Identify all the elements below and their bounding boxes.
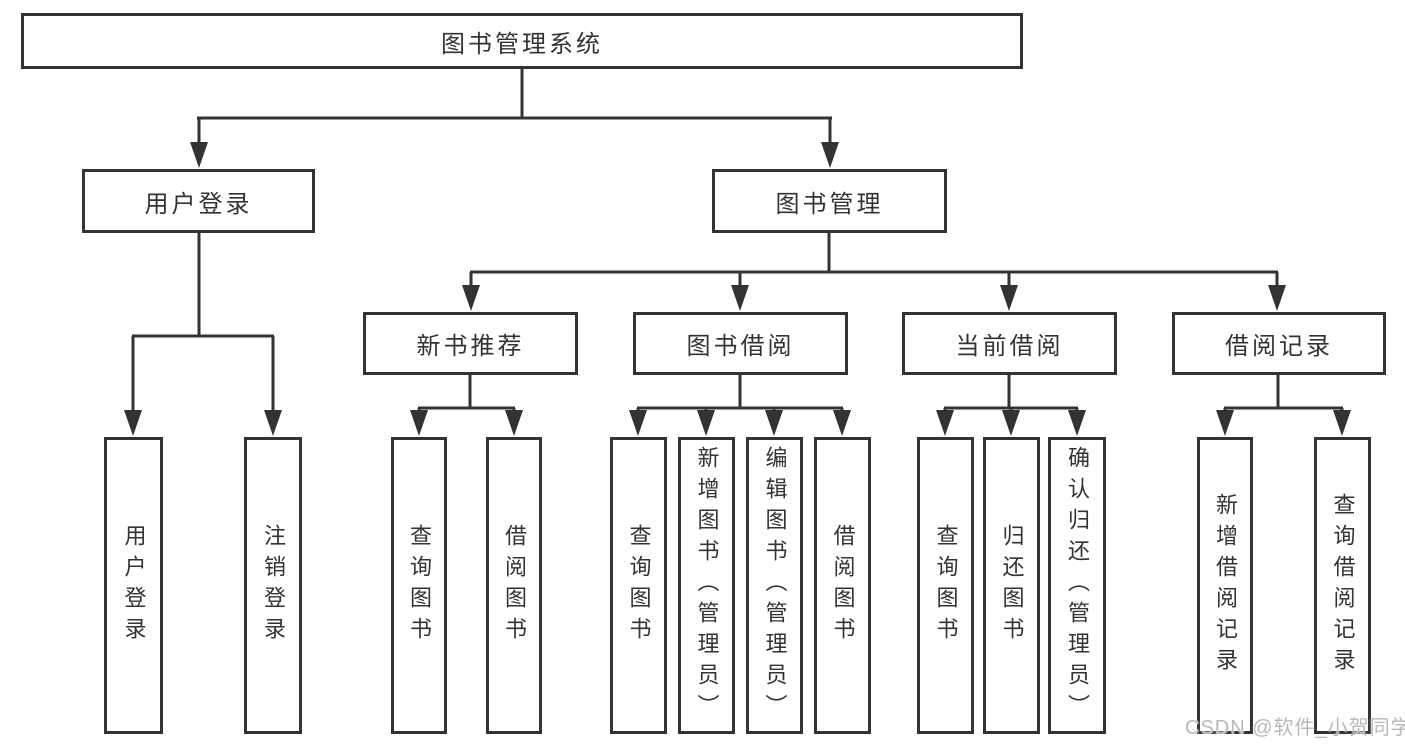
connector-book-management-children bbox=[469, 231, 1279, 293]
node-label: 借阅记录 bbox=[1225, 333, 1333, 360]
arrow-down-icon bbox=[124, 410, 142, 436]
connector-book-borrow-children bbox=[636, 373, 844, 418]
node-label: 新增借阅记录 bbox=[1213, 492, 1238, 679]
arrow-down-icon bbox=[264, 410, 282, 436]
node-book-management: 图书管理 bbox=[712, 169, 947, 233]
node-label: 用户登录 bbox=[144, 190, 253, 218]
leaf-edit-book-admin: 编辑图书（管理员） bbox=[746, 437, 803, 734]
node-label: 确认归还（管理员） bbox=[1065, 446, 1090, 725]
arrow-down-icon bbox=[765, 410, 783, 436]
node-label: 图书管理系统 bbox=[441, 30, 603, 58]
node-label: 当前借阅 bbox=[955, 333, 1064, 360]
node-current-borrow: 当前借阅 bbox=[902, 312, 1117, 375]
node-label: 编辑图书（管理员） bbox=[762, 446, 788, 725]
node-label: 查询借阅记录 bbox=[1330, 492, 1356, 679]
arrow-down-icon bbox=[1000, 285, 1018, 311]
arrow-down-icon bbox=[190, 142, 208, 168]
arrow-down-icon bbox=[821, 142, 839, 168]
node-borrow-records: 借阅记录 bbox=[1172, 312, 1386, 375]
node-new-book-recommend: 新书推荐 bbox=[363, 312, 578, 375]
node-label: 查询图书 bbox=[933, 523, 959, 648]
leaf-add-book-admin: 新增图书（管理员） bbox=[678, 437, 735, 734]
leaf-logout: 注销登录 bbox=[244, 437, 302, 734]
leaf-query-books-recommend: 查询图书 bbox=[391, 437, 447, 734]
leaf-borrow-books-recommend: 借阅图书 bbox=[486, 437, 542, 734]
connector-borrow-record-children bbox=[1223, 373, 1344, 418]
node-root: 图书管理系统 bbox=[21, 13, 1023, 69]
leaf-return-book: 归还图书 bbox=[983, 437, 1040, 734]
connector-user-login-children bbox=[131, 231, 275, 418]
arrow-down-icon bbox=[1002, 410, 1020, 436]
node-label: 归还图书 bbox=[999, 523, 1025, 648]
node-label: 借阅图书 bbox=[830, 523, 856, 648]
arrow-down-icon bbox=[1068, 410, 1086, 436]
arrowheads bbox=[124, 142, 1351, 436]
node-label: 注销登录 bbox=[261, 523, 286, 648]
arrow-down-icon bbox=[1333, 410, 1351, 436]
arrow-down-icon bbox=[833, 410, 851, 436]
arrow-down-icon bbox=[697, 410, 715, 436]
leaf-query-books-borrow: 查询图书 bbox=[610, 437, 667, 734]
leaf-borrow-books: 借阅图书 bbox=[814, 437, 871, 734]
node-label: 查询图书 bbox=[626, 523, 652, 648]
node-book-borrow: 图书借阅 bbox=[633, 312, 848, 375]
connector-root bbox=[197, 67, 832, 150]
node-user-login: 用户登录 bbox=[82, 169, 315, 233]
arrow-down-icon bbox=[731, 285, 749, 311]
node-label: 新书推荐 bbox=[416, 333, 525, 360]
arrow-down-icon bbox=[462, 285, 480, 311]
node-label: 查询图书 bbox=[407, 523, 432, 648]
leaf-query-borrow-record: 查询借阅记录 bbox=[1314, 437, 1371, 734]
node-label: 用户登录 bbox=[121, 523, 147, 648]
connector-new-book-children bbox=[417, 373, 516, 418]
leaf-confirm-return-admin: 确认归还（管理员） bbox=[1048, 437, 1106, 734]
node-label: 图书管理 bbox=[775, 190, 884, 218]
leaf-query-books-current: 查询图书 bbox=[917, 437, 974, 734]
node-label: 新增图书（管理员） bbox=[694, 446, 720, 725]
arrow-down-icon bbox=[1268, 285, 1286, 311]
arrow-down-icon bbox=[1216, 410, 1234, 436]
arrow-down-icon bbox=[629, 410, 647, 436]
node-label: 借阅图书 bbox=[502, 523, 527, 648]
leaf-user-login: 用户登录 bbox=[104, 437, 163, 734]
node-label: 图书借阅 bbox=[686, 333, 795, 360]
arrow-down-icon bbox=[410, 410, 428, 436]
leaf-add-borrow-record: 新增借阅记录 bbox=[1197, 437, 1253, 734]
arrow-down-icon bbox=[936, 410, 954, 436]
csdn-watermark: CSDN @软件_小贺同学 bbox=[1185, 717, 1405, 739]
arrow-down-icon bbox=[505, 410, 523, 436]
